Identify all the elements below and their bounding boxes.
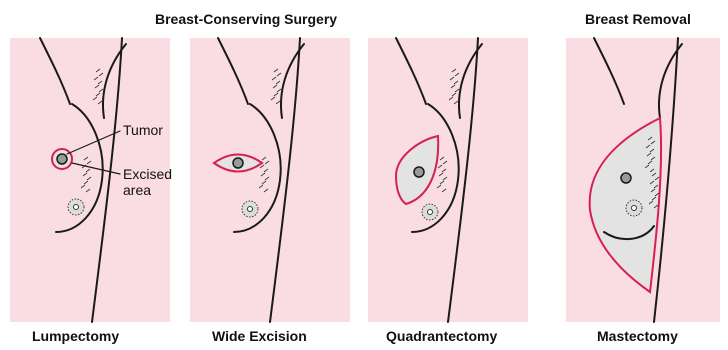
caption-wide-excision: Wide Excision [212, 329, 307, 343]
skin-background [368, 38, 528, 322]
tumor [57, 154, 67, 164]
nipple [74, 205, 79, 210]
caption-quadrantectomy: Quadrantectomy [386, 329, 497, 343]
label-excised-line2: area [123, 182, 172, 198]
tumor [233, 158, 243, 168]
nipple [428, 210, 433, 215]
tumor [621, 173, 631, 183]
panel-mastectomy [566, 38, 720, 322]
tumor [414, 167, 424, 177]
panel-quadrantectomy [368, 38, 528, 322]
label-excised-area: Excised area [123, 166, 172, 198]
header-breast-removal: Breast Removal [585, 12, 691, 26]
nipple [632, 206, 637, 211]
label-tumor: Tumor [123, 122, 163, 138]
label-excised-line1: Excised [123, 166, 172, 182]
skin-background [190, 38, 350, 322]
nipple [248, 207, 253, 212]
panel-wide-excision [190, 38, 350, 322]
header-breast-conserving-surgery: Breast-Conserving Surgery [155, 12, 337, 26]
caption-mastectomy: Mastectomy [597, 329, 678, 343]
caption-lumpectomy: Lumpectomy [32, 329, 119, 343]
